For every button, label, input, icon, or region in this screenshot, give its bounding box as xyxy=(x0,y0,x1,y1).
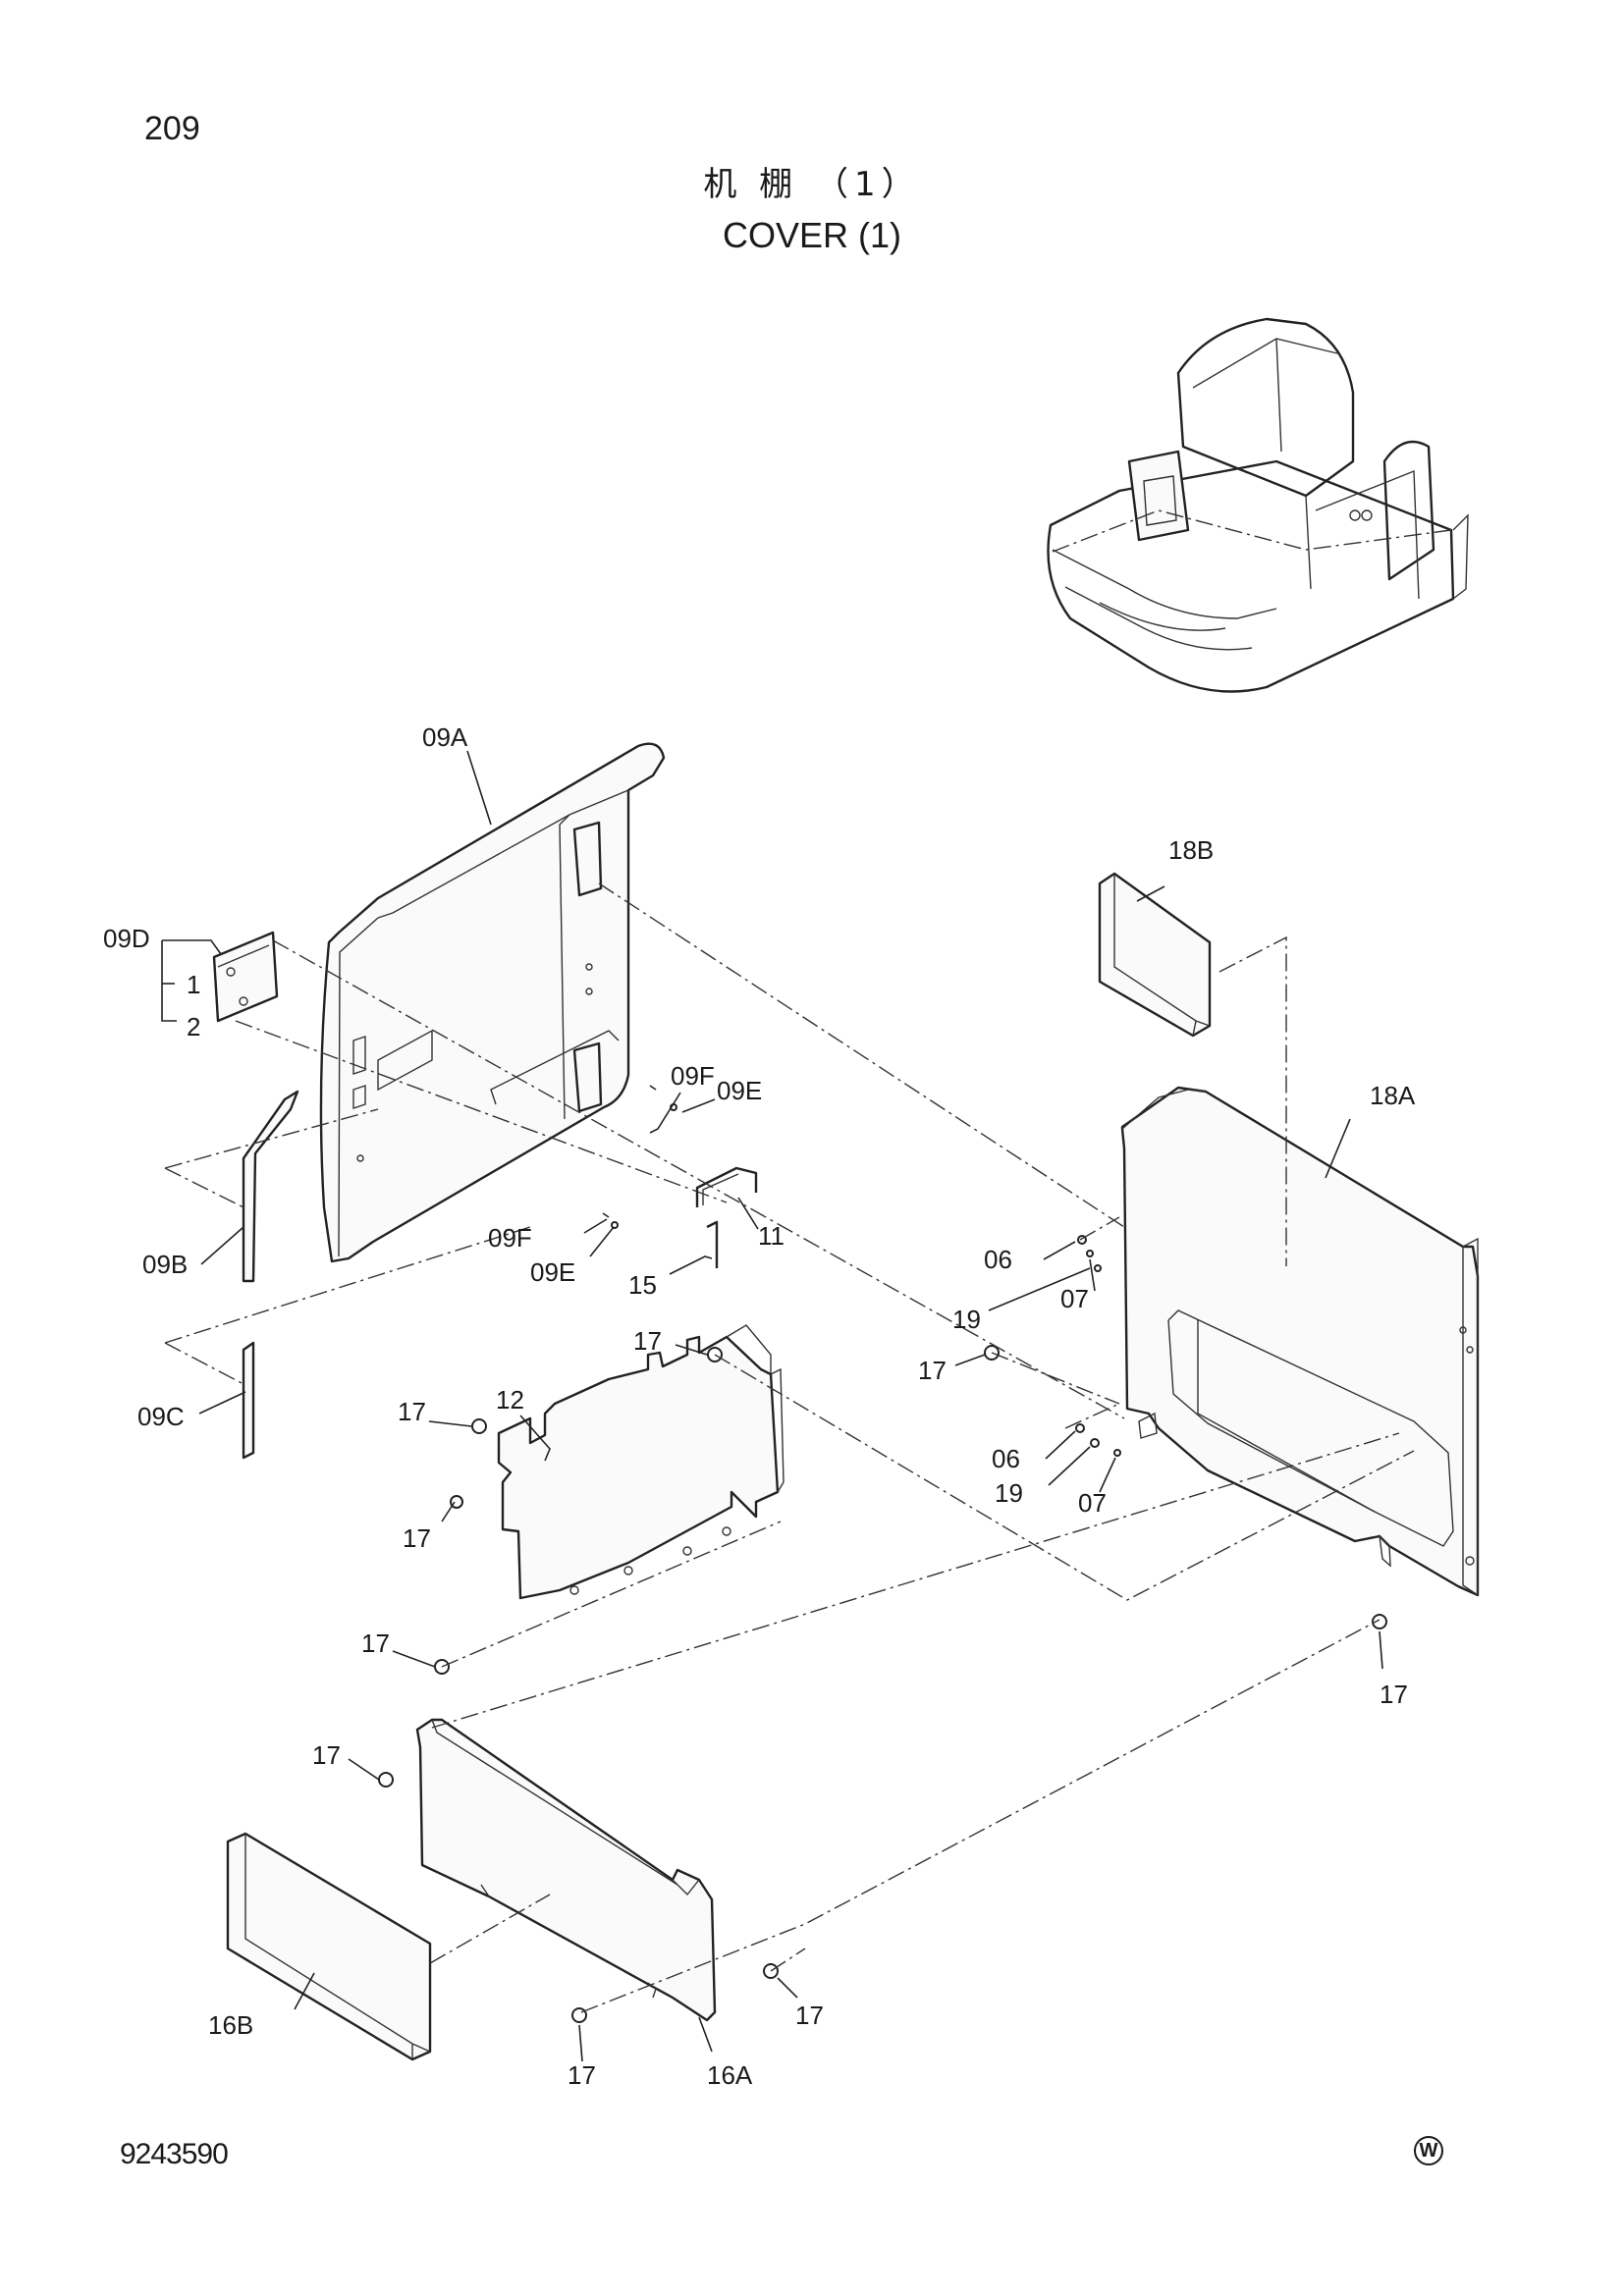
title-chinese: 机 棚 （1） xyxy=(703,165,921,204)
callout-17-e: 17 xyxy=(312,1740,341,1770)
callout-07-lower: 07 xyxy=(1078,1488,1107,1518)
part-15-clip xyxy=(706,1220,719,1268)
callout-06-upper: 06 xyxy=(984,1245,1012,1274)
part-09D-bracket xyxy=(212,931,279,1023)
callout-17-b: 17 xyxy=(398,1397,426,1426)
part-09C-strip xyxy=(242,1341,255,1460)
callout-17-a: 17 xyxy=(633,1326,662,1356)
excavator-locator-sketch xyxy=(1047,317,1469,693)
callout-12: 12 xyxy=(496,1385,524,1415)
callout-06-lower: 06 xyxy=(992,1444,1020,1473)
callout-18A: 18A xyxy=(1370,1081,1416,1110)
callout-11: 11 xyxy=(758,1221,785,1251)
callout-17-h: 17 xyxy=(795,2001,824,2030)
part-11-bracket xyxy=(695,1166,758,1207)
callout-19-lower: 19 xyxy=(995,1478,1023,1508)
callout-2: 2 xyxy=(187,1012,200,1041)
title-block: 机 棚 （1） COVER (1) xyxy=(0,157,1624,256)
page-number: 209 xyxy=(144,110,200,147)
copyright-mark: W xyxy=(1414,2136,1443,2165)
callout-17-g: 17 xyxy=(1380,1680,1408,1709)
callout-09A: 09A xyxy=(422,722,468,752)
callout-07-upper: 07 xyxy=(1060,1284,1089,1313)
part-16A-lower-panel xyxy=(415,1718,717,2022)
callout-17-d: 17 xyxy=(361,1629,390,1658)
callout-1: 1 xyxy=(187,970,200,999)
callout-09C: 09C xyxy=(137,1402,185,1431)
callout-labels: 09A 09D 1 2 09B 09C 09F 09E 09F 09E 11 1… xyxy=(103,722,1416,2090)
callout-09D: 09D xyxy=(103,924,150,953)
part-18A-rear-panel xyxy=(1120,1086,1480,1597)
callout-17-i: 17 xyxy=(568,2060,596,2090)
callout-18B: 18B xyxy=(1168,835,1214,865)
assembly-phantom-lines xyxy=(164,882,1415,2013)
callout-leader-lines xyxy=(161,750,1383,2062)
part-09F-09E-fasteners xyxy=(602,1085,677,1229)
callout-09B: 09B xyxy=(142,1250,188,1279)
callout-19-upper: 19 xyxy=(952,1305,981,1334)
part-16B-pad xyxy=(226,1832,432,2061)
callout-09E-upper: 09E xyxy=(717,1076,762,1105)
callout-09E-lower: 09E xyxy=(530,1257,575,1287)
title-english: COVER (1) xyxy=(722,215,902,255)
callout-09F-lower: 09F xyxy=(488,1223,532,1253)
drawing-number: 9243590 xyxy=(120,2138,229,2170)
callout-17-c: 17 xyxy=(403,1523,431,1553)
part-18B-pad xyxy=(1098,872,1212,1038)
part-09B-strip xyxy=(242,1090,299,1283)
callout-16A: 16A xyxy=(707,2060,753,2090)
callout-15: 15 xyxy=(628,1270,657,1300)
part-12-center-plate xyxy=(497,1324,785,1600)
callout-17-f: 17 xyxy=(918,1356,947,1385)
callout-16B: 16B xyxy=(208,2010,253,2040)
part-09A-side-panel xyxy=(319,742,666,1263)
callout-09F-upper: 09F xyxy=(671,1061,715,1091)
washer-nut-set xyxy=(1075,1235,1121,1457)
